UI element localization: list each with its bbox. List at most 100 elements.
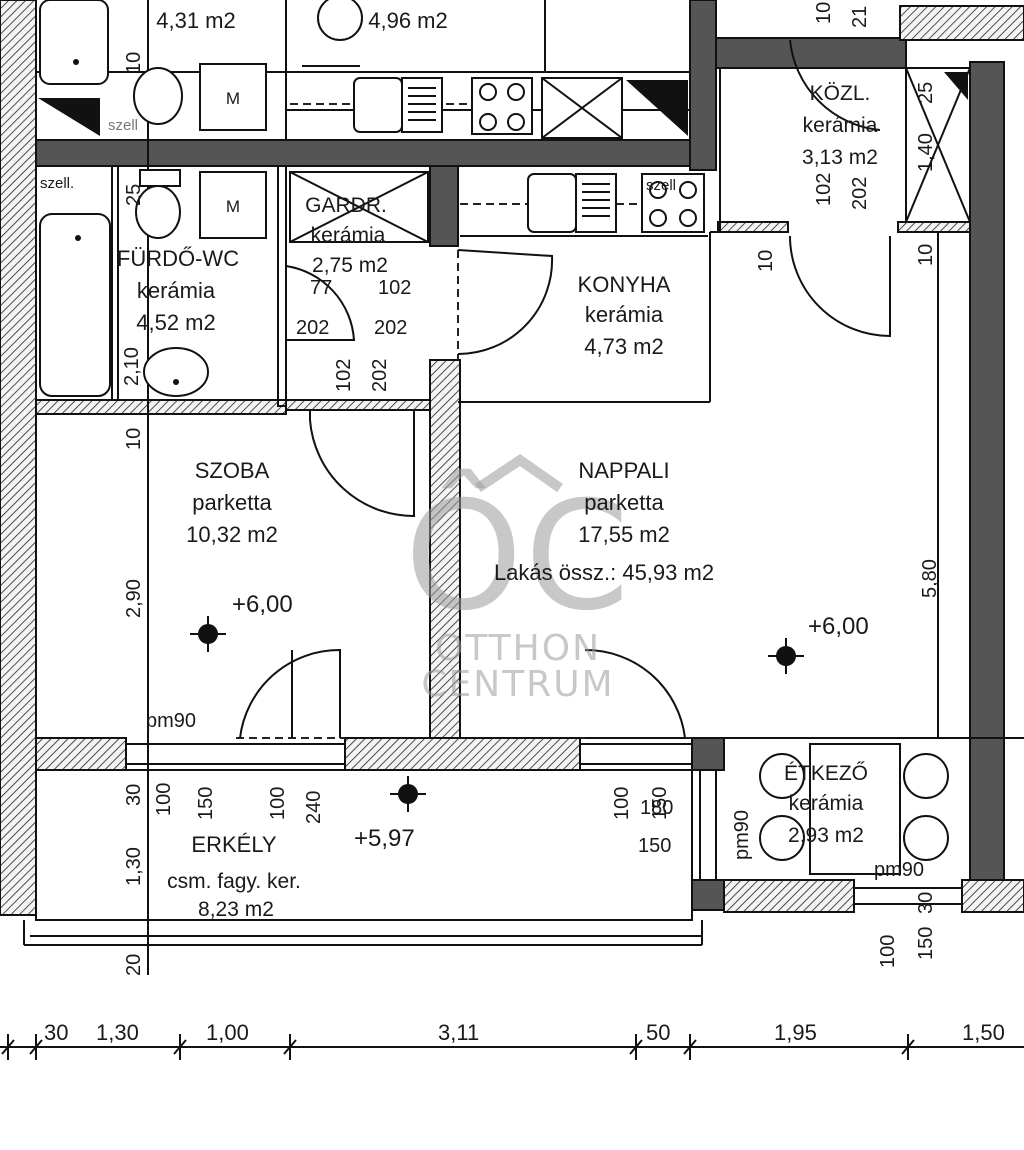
dim-202c: 202 (374, 317, 407, 339)
washer-box-top (199, 63, 267, 131)
dim-77: 77 (310, 277, 332, 299)
dining-table (809, 743, 901, 875)
kozl-top-wall (715, 37, 907, 69)
dim-150c: 150 (649, 787, 671, 820)
bathtub (39, 213, 111, 397)
washer-label: M (226, 197, 240, 216)
door-swing-konyha (457, 249, 554, 356)
dim-102a: 102 (813, 173, 835, 206)
kozl-right-wall (969, 61, 1005, 883)
door-swing-szoba (309, 410, 415, 518)
dim-150d: 150 (915, 927, 937, 960)
area-bath-top: 4,31 m2 (156, 8, 236, 33)
bottom-dim-1: 1,30 (96, 1020, 139, 1045)
dim-180: 180 (640, 797, 673, 819)
area-room-top: 4,96 m2 (368, 8, 448, 33)
door-swing-kozl (789, 235, 891, 338)
door-swing-gardr (285, 265, 356, 341)
dim-100d: 100 (877, 935, 899, 968)
room-floor-konyha: kerámia (585, 302, 664, 327)
bottom-dim-5: 1,95 (774, 1020, 817, 1045)
dim-100a: 100 (153, 783, 175, 816)
parapet-right: pm90 (874, 859, 924, 881)
dim-102c: 102 (333, 359, 355, 392)
right-top-wall (899, 5, 1024, 41)
bottom-dim-0: 30 (44, 1020, 68, 1045)
door-swing-balcony-left (239, 648, 341, 739)
washer-label-top: M (226, 89, 240, 108)
gardr-bottom-wall (285, 399, 431, 411)
door-swing-balcony-right (584, 648, 687, 739)
room-name-erkely: ERKÉLY (191, 832, 277, 857)
room-name-gardr: GARDR. (305, 194, 387, 217)
balcony-wall-mid (344, 737, 581, 771)
bottom-dim-6: 1,50 (962, 1020, 1005, 1045)
level-nappali: +6,00 (808, 613, 869, 640)
room-name-kozl: KÖZL. (810, 82, 871, 105)
dim-580: 5,80 (919, 559, 941, 598)
room-area-konyha: 4,73 m2 (584, 334, 664, 359)
dim-10a: 10 (813, 2, 835, 24)
partition-lines (0, 0, 1024, 1048)
etkezo-bottom-wall (723, 879, 855, 913)
doors (239, 39, 891, 739)
outer-left-wall (0, 0, 37, 916)
room-area-gardr: 2,75 m2 (312, 254, 388, 277)
room-area-erkely: 8,23 m2 (198, 898, 274, 921)
bath-bottom-wall (35, 399, 287, 415)
dim-30b: 30 (915, 892, 937, 914)
dim-100b: 100 (267, 787, 289, 820)
room-floor-furdo: kerámia (137, 278, 216, 303)
right-bottom-wall (961, 879, 1024, 913)
dim-10e: 10 (123, 428, 145, 450)
dim-30: 30 (123, 784, 145, 806)
kitchen-left-wall-top (429, 165, 459, 247)
dim-10b: 10 (123, 52, 145, 74)
level-erkely: +5,97 (354, 825, 415, 852)
bath-divider (111, 165, 119, 401)
room-name-konyha: KONYHA (578, 272, 671, 297)
dim-25a: 25 (123, 184, 145, 206)
dim-10c: 10 (755, 250, 777, 272)
room-name-furdo: FÜRDŐ-WC (117, 246, 239, 271)
watermark-line2: CENTRUM (421, 664, 614, 705)
level-szoba: +6,00 (232, 591, 293, 618)
corridor-wall-top (689, 0, 717, 171)
room-floor-kozl: kerámia (803, 114, 878, 137)
kozl-bottom-wall-right (897, 221, 971, 233)
vent-label-kitchen: szell (646, 177, 676, 194)
bottom-dim-2: 1,00 (206, 1020, 249, 1045)
vent-label-bath: szell. (40, 175, 74, 192)
dim-25b: 25 (915, 82, 937, 104)
dim-20: 20 (123, 954, 145, 976)
watermark: ÔC OTTHON CENTRUM (405, 453, 629, 705)
bottom-dim-4: 50 (646, 1020, 670, 1045)
dimension-labels: 10 21 10 25 25 1,40 102 202 10 10 77 102… (121, 2, 941, 976)
dim-150b: 150 (638, 835, 671, 857)
dim-202b: 202 (296, 317, 329, 339)
level-marker-szoba (190, 616, 226, 652)
mid-horizontal-wall (35, 139, 717, 167)
room-floor-etkezo: kerámia (789, 792, 864, 815)
dim-150a: 150 (195, 787, 217, 820)
dim-202a: 202 (849, 177, 871, 210)
watermark-line1: OTTHON (435, 628, 601, 669)
balcony-wall-left (35, 737, 127, 771)
room-floor-erkely: csm. fagy. ker. (167, 870, 301, 893)
dim-100c: 100 (611, 787, 633, 820)
room-area-furdo: 4,52 m2 (136, 310, 216, 335)
living-left-wall (429, 359, 461, 739)
dim-210: 2,10 (121, 347, 143, 386)
watermark-logo-icon (475, 453, 563, 493)
room-floor-gardr: kerámia (311, 224, 386, 247)
bottom-dim-3: 3,11 (438, 1020, 479, 1045)
door-swing-kozl-top (789, 39, 881, 131)
balcony-pillar-bottom (691, 879, 725, 911)
room-name-szoba: SZOBA (195, 458, 270, 483)
room-name-nappali: NAPPALI (578, 458, 669, 483)
vent-label-top: szell (108, 117, 138, 134)
room-area-etkezo: 2,93 m2 (788, 824, 864, 847)
parapet-etkezo: pm90 (731, 810, 753, 860)
room-floor-szoba: parketta (192, 490, 272, 515)
bathtub-top (39, 0, 109, 85)
